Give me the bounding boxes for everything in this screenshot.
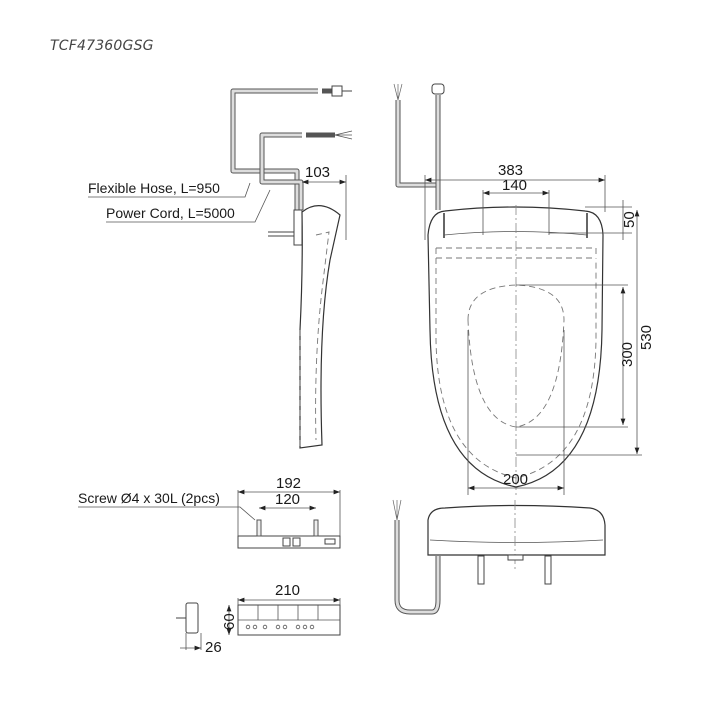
dim-overall-width: 383 xyxy=(498,162,523,179)
dim-opening-length: 300 xyxy=(619,342,636,367)
dim-side-depth: 103 xyxy=(305,164,330,181)
dim-opening-width: 200 xyxy=(503,471,528,488)
label-power-cord: Power Cord, L=5000 xyxy=(106,205,235,221)
dim-remote-height: 60 xyxy=(221,613,238,630)
dim-top-offset: 50 xyxy=(621,211,638,228)
label-flexible-hose: Flexible Hose, L=950 xyxy=(88,180,220,196)
dim-bracket-width: 192 xyxy=(276,475,301,492)
dim-bracket-screw-spacing: 120 xyxy=(275,491,300,508)
remote-control: 210 60 26 xyxy=(176,582,341,656)
label-screw: Screw Ø4 x 30L (2pcs) xyxy=(78,490,220,506)
side-view: 103 xyxy=(230,85,353,449)
mounting-bracket: Screw Ø4 x 30L (2pcs) 192 120 xyxy=(78,475,341,549)
dim-overall-length: 530 xyxy=(638,325,655,350)
front-view xyxy=(392,499,606,615)
dim-mount-spacing: 140 xyxy=(502,177,527,194)
model-code: TCF47360GSG xyxy=(50,38,154,54)
top-view: 383 140 50 530 300 200 xyxy=(393,83,655,495)
hose-cord-callouts: Flexible Hose, L=950 Power Cord, L=5000 xyxy=(88,180,271,223)
dim-remote-width: 210 xyxy=(275,582,300,599)
dim-remote-depth: 26 xyxy=(205,639,222,656)
